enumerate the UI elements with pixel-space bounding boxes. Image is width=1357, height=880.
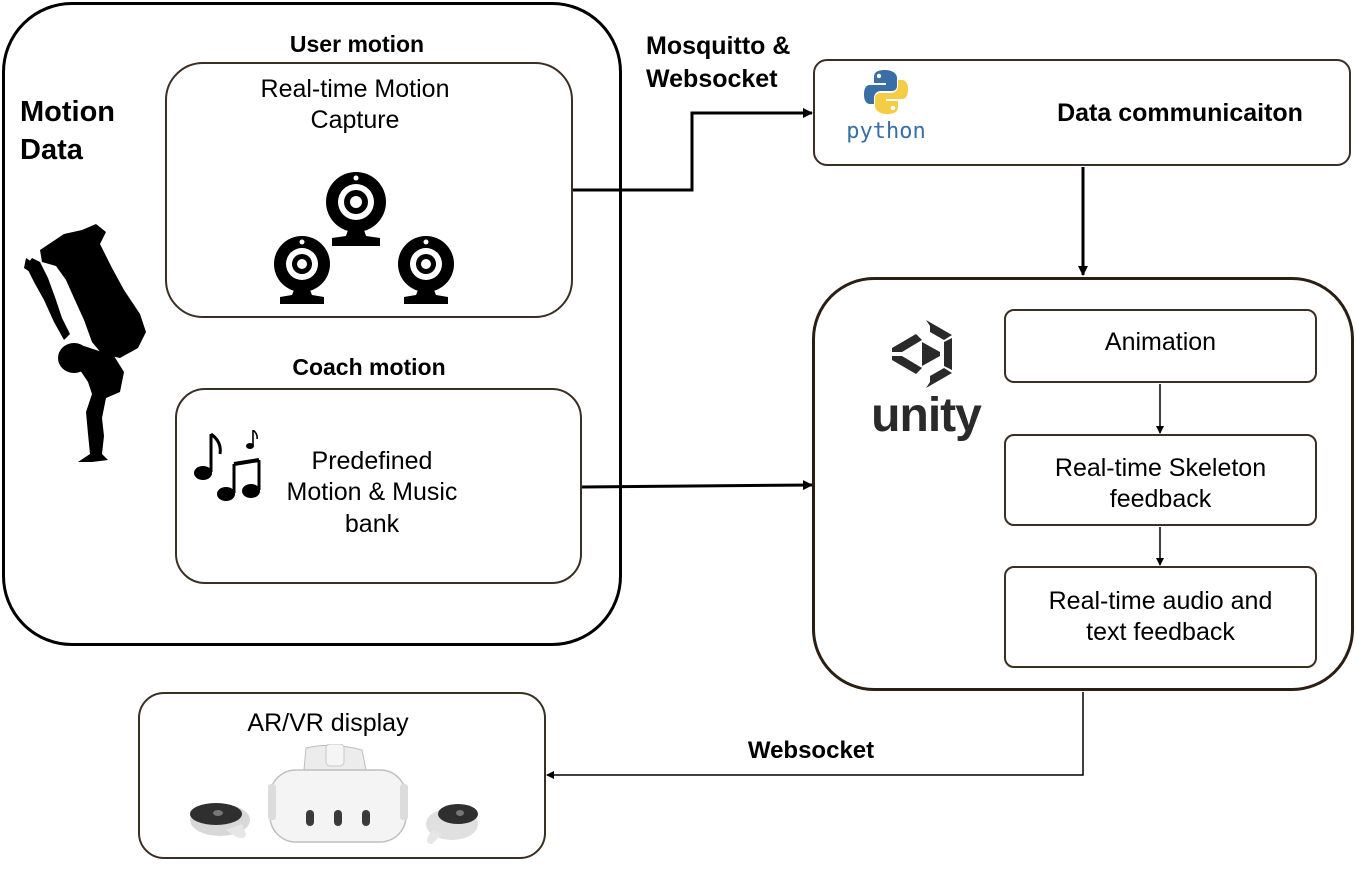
motion-bank-label: Predefined Motion & Music bank xyxy=(286,447,458,538)
audio-text-feedback-block xyxy=(1004,566,1317,668)
webcam-icon xyxy=(274,172,454,304)
webcam-center xyxy=(326,172,386,246)
animation-block xyxy=(1004,309,1317,383)
motion-capture-box xyxy=(165,62,573,318)
python-logo-icon xyxy=(864,70,908,114)
music-notes-icon xyxy=(194,430,261,501)
unity-logo-text: unity xyxy=(871,389,982,442)
headset-icon xyxy=(268,744,408,843)
data-communication-box xyxy=(813,59,1351,166)
skeleton-feedback-block xyxy=(1004,434,1317,526)
webcam-right xyxy=(398,236,454,304)
arrow-unity-to-display xyxy=(546,692,1084,779)
breakdancer-silhouette-icon xyxy=(24,224,146,462)
skeleton-feedback-label: Real-time Skeleton feedback xyxy=(1054,454,1267,514)
user-motion-heading: User motion xyxy=(289,31,425,57)
motion-bank-box xyxy=(175,388,582,584)
audio-text-feedback-label: Real-time audio and text feedback xyxy=(1048,587,1273,647)
left-controller-icon xyxy=(190,803,250,839)
data-communication-label: Data communicaiton xyxy=(1057,99,1303,127)
coach-motion-heading: Coach motion xyxy=(292,354,446,380)
motion-capture-label: Real-time Motion Capture xyxy=(260,75,450,135)
arvr-display-label: AR/VR display xyxy=(247,709,409,737)
mosquitto-websocket-label: Mosquitto & Websocket xyxy=(646,32,791,93)
vr-headset-icon xyxy=(190,744,478,844)
arrow-capture-to-datacomm xyxy=(573,108,813,192)
motion-data-container xyxy=(2,2,622,646)
python-logo-text: python xyxy=(846,119,926,144)
right-controller-icon xyxy=(426,804,478,844)
animation-label: Animation xyxy=(1104,328,1217,356)
unity-logo-icon xyxy=(892,320,952,388)
websocket-label: Websocket xyxy=(747,737,875,764)
motion-data-title: Motion Data xyxy=(20,96,116,166)
webcam-left xyxy=(274,236,330,304)
unity-container xyxy=(812,277,1354,691)
